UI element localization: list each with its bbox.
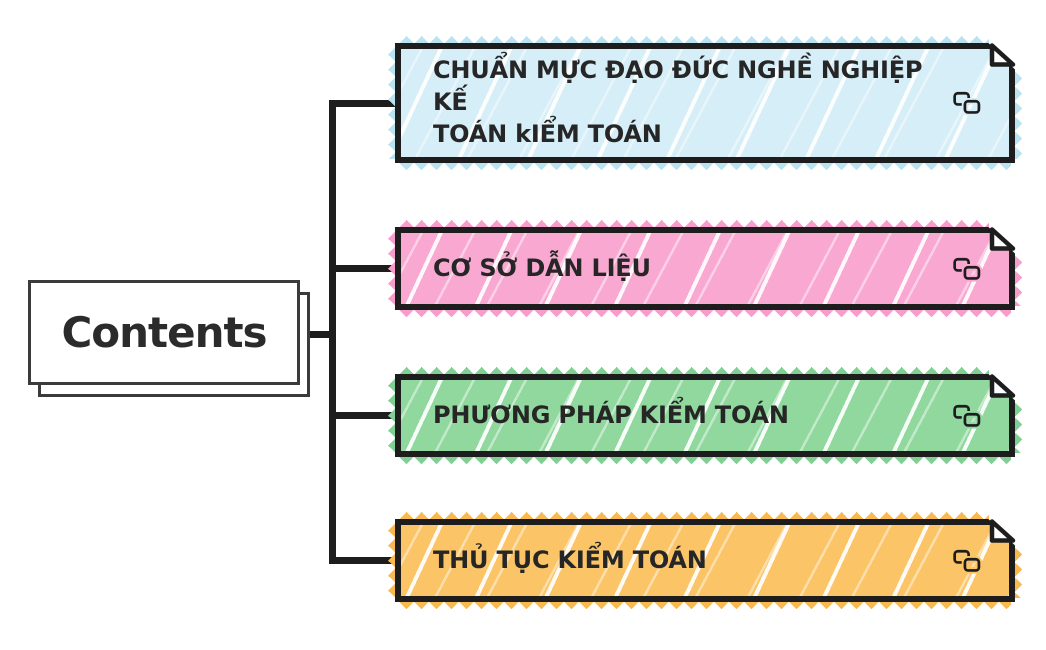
node-card[interactable]: THỦ TỤC KIỂM TOÁN <box>395 519 1015 602</box>
connector-branch-4 <box>329 557 395 564</box>
zigzag-edge-bottom <box>399 309 1011 317</box>
zigzag-edge-left <box>388 523 396 598</box>
zigzag-edge-top <box>399 36 989 44</box>
zigzag-edge-left <box>388 231 396 306</box>
zigzag-edge-bottom <box>399 601 1011 609</box>
zigzag-edge-right <box>1014 547 1022 598</box>
folded-corner-icon <box>988 42 1016 70</box>
topic-node-ethics-standards[interactable]: CHUẨN MỰC ĐẠO ĐỨC NGHỀ NGHIỆP KẾ TOÁN kI… <box>388 36 1022 170</box>
link-icon[interactable] <box>953 404 983 429</box>
zigzag-edge-top <box>399 220 989 228</box>
topic-node-audit-methods[interactable]: PHƯƠNG PHÁP KIỂM TOÁN <box>388 367 1022 464</box>
node-label: THỦ TỤC KIỂM TOÁN <box>433 545 707 574</box>
zigzag-edge-bottom <box>399 456 1011 464</box>
zigzag-edge-top <box>399 512 989 520</box>
link-icon[interactable] <box>953 91 983 116</box>
connector-branch-1 <box>329 100 395 107</box>
folded-corner-icon <box>988 373 1016 401</box>
connector-branch-2 <box>329 265 395 272</box>
zigzag-edge-top <box>399 367 989 375</box>
link-icon[interactable] <box>953 257 983 282</box>
zigzag-edge-right <box>1014 402 1022 453</box>
topic-node-assertions[interactable]: CƠ SỞ DẪN LIỆU <box>388 220 1022 317</box>
link-icon[interactable] <box>953 549 983 574</box>
node-label: CƠ SỞ DẪN LIỆU <box>433 253 651 282</box>
folded-corner-icon <box>988 226 1016 254</box>
zigzag-edge-left <box>388 47 396 159</box>
node-label: PHƯƠNG PHÁP KIỂM TOÁN <box>433 400 789 429</box>
folded-corner-icon <box>988 518 1016 546</box>
contents-box: Contents <box>28 280 300 385</box>
node-label: CHUẨN MỰC ĐẠO ĐỨC NGHỀ NGHIỆP KẾ TOÁN kI… <box>433 56 923 148</box>
connector-branch-3 <box>329 412 395 419</box>
node-card[interactable]: PHƯƠNG PHÁP KIỂM TOÁN <box>395 374 1015 457</box>
zigzag-edge-right <box>1014 71 1022 159</box>
node-card[interactable]: CƠ SỞ DẪN LIỆU <box>395 227 1015 310</box>
connector-stub <box>299 331 336 338</box>
connector-trunk <box>329 100 336 564</box>
contents-label: Contents <box>61 308 267 357</box>
zigzag-edge-left <box>388 378 396 453</box>
zigzag-edge-bottom <box>399 162 1011 170</box>
zigzag-edge-right <box>1014 255 1022 306</box>
node-card[interactable]: CHUẨN MỰC ĐẠO ĐỨC NGHỀ NGHIỆP KẾ TOÁN kI… <box>395 43 1015 163</box>
topic-node-audit-procedures[interactable]: THỦ TỤC KIỂM TOÁN <box>388 512 1022 609</box>
